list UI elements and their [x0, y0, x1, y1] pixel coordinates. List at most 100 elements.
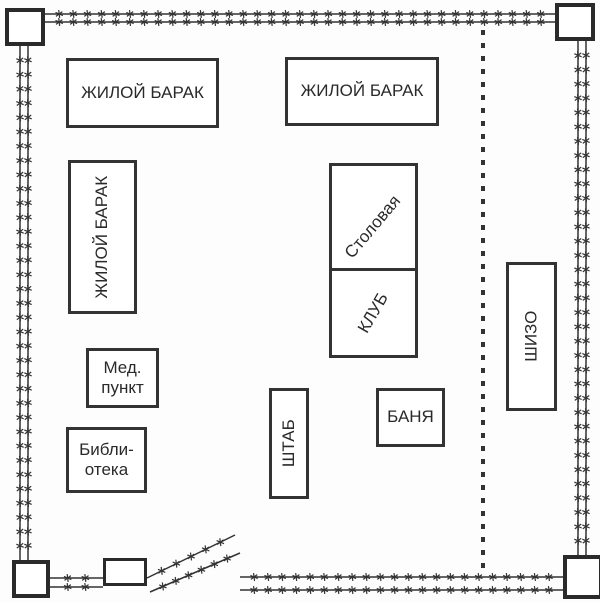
- barb: [197, 19, 205, 25]
- barb: [489, 587, 497, 593]
- zone-divider-dot: [481, 264, 485, 269]
- barb: [338, 19, 347, 25]
- barb: [24, 471, 32, 478]
- barb: [278, 574, 286, 580]
- barb: [582, 152, 590, 159]
- barb: [423, 11, 432, 17]
- barb: [24, 285, 32, 292]
- barb: [545, 574, 553, 580]
- watchtower-bottom-left: [12, 560, 50, 598]
- barb: [24, 128, 32, 135]
- barb: [582, 509, 590, 516]
- barb: [55, 19, 63, 25]
- barb: [574, 209, 582, 216]
- headquarters: ШТАБ: [269, 388, 309, 499]
- barb: [517, 587, 525, 593]
- barrack-3-label: ЖИЛОЙ БАРАК: [92, 175, 112, 299]
- barb: [24, 257, 32, 264]
- barb: [582, 337, 590, 344]
- barb: [409, 11, 417, 17]
- barb: [582, 180, 590, 187]
- zone-divider-dot: [481, 30, 485, 35]
- barb: [292, 574, 300, 580]
- zone-divider-dot: [481, 550, 485, 555]
- barb: [211, 11, 219, 17]
- barb: [582, 494, 590, 501]
- barb: [362, 574, 370, 580]
- barb: [517, 574, 525, 580]
- barrack-2-label: ЖИЛОЙ БАРАК: [300, 81, 424, 101]
- barb: [24, 185, 32, 192]
- barb: [574, 309, 582, 316]
- zone-divider-dot: [481, 134, 485, 139]
- barb: [390, 587, 399, 593]
- barb: [381, 11, 389, 17]
- barb: [216, 539, 224, 546]
- barb: [582, 95, 590, 102]
- barb: [404, 587, 413, 593]
- barb: [306, 574, 314, 580]
- barb: [438, 19, 446, 25]
- barb: [172, 560, 180, 567]
- barb: [574, 152, 582, 159]
- barb: [395, 11, 403, 17]
- barb: [24, 542, 32, 549]
- barb: [16, 485, 24, 492]
- barb: [16, 228, 24, 235]
- barb: [202, 546, 210, 553]
- barb: [582, 423, 590, 430]
- zone-divider-dot: [481, 277, 485, 282]
- barb: [126, 19, 134, 25]
- barb: [24, 214, 32, 221]
- barb: [278, 587, 286, 593]
- barb: [55, 11, 63, 17]
- barb: [112, 19, 120, 25]
- barb: [574, 409, 582, 416]
- barb: [24, 514, 32, 521]
- barb: [574, 423, 582, 430]
- library: Библи- отека: [66, 427, 147, 493]
- barb: [574, 352, 582, 359]
- barb: [582, 66, 590, 73]
- barb: [16, 414, 24, 421]
- barb: [64, 584, 72, 590]
- barrack-3: ЖИЛОЙ БАРАК: [68, 160, 137, 314]
- zone-divider-dot: [481, 69, 485, 74]
- barb: [574, 466, 582, 473]
- barb: [574, 480, 582, 487]
- canteen: Столовая: [329, 163, 418, 271]
- barb: [24, 242, 32, 249]
- zone-divider-dot: [481, 56, 485, 61]
- barb: [574, 66, 582, 73]
- medical-label-2: пункт: [101, 378, 144, 397]
- barb: [574, 52, 582, 59]
- barb: [24, 228, 32, 235]
- barb: [154, 11, 162, 17]
- watchtower-top-left: [5, 8, 45, 46]
- zone-divider-dot: [481, 355, 485, 360]
- barb: [395, 19, 403, 25]
- barb: [423, 19, 432, 25]
- barb: [582, 80, 590, 87]
- barb: [582, 209, 590, 216]
- hq-label: ШТАБ: [278, 419, 298, 468]
- barb: [16, 499, 24, 506]
- barb: [24, 57, 32, 64]
- barb: [16, 471, 24, 478]
- barb: [16, 300, 24, 306]
- barb: [404, 574, 413, 580]
- barb: [419, 574, 427, 580]
- barb: [574, 123, 582, 130]
- barrack-1-label: ЖИЛОЙ БАРАК: [81, 82, 204, 102]
- barb: [574, 509, 582, 516]
- barb: [324, 19, 332, 25]
- barb: [582, 309, 590, 316]
- barb: [24, 499, 32, 506]
- barb: [24, 385, 32, 392]
- barb: [574, 195, 582, 201]
- barb: [310, 19, 318, 25]
- barb: [268, 19, 276, 25]
- barb: [480, 11, 488, 17]
